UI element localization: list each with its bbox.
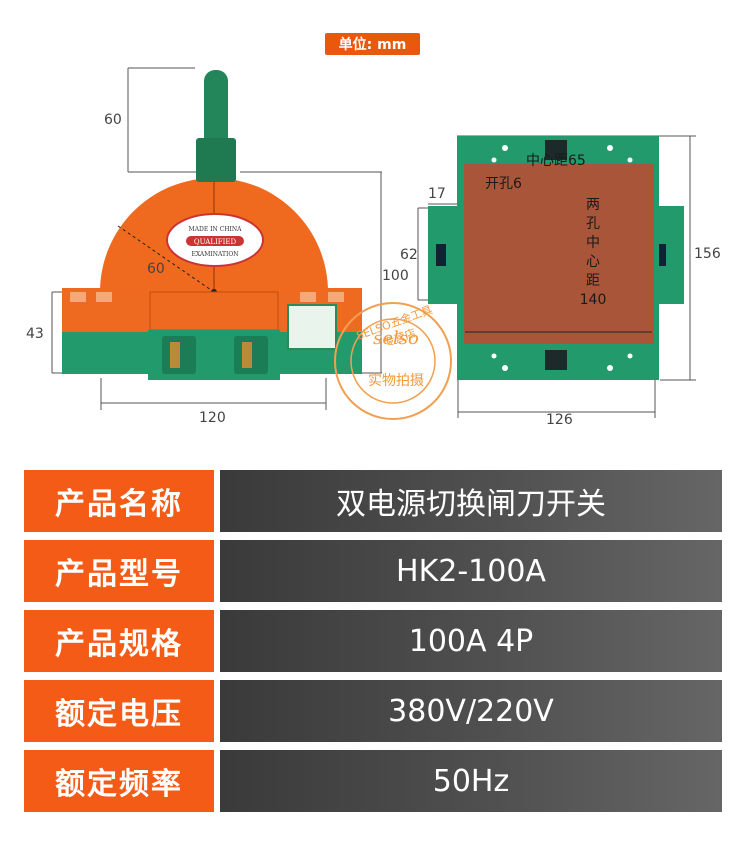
spec-label: 产品名称 (24, 470, 214, 532)
stamp-inner-ring (350, 318, 436, 404)
spec-label: 产品规格 (24, 610, 214, 672)
spec-value: HK2-100A (220, 540, 722, 602)
dim-width-120: 120 (199, 410, 226, 426)
product-drawing: MADE IN CHINA QUALIFIED EXAMINATION (51, 67, 696, 420)
vertical-char: 心 (586, 254, 600, 270)
rating-plate (287, 304, 337, 350)
two-hole-center-distance: 两 孔 中 心 距 140 (578, 196, 608, 310)
spec-row-spec: 产品规格 100A 4P (24, 610, 722, 672)
dim-17: 17 (428, 186, 446, 202)
spec-label: 额定频率 (24, 750, 214, 812)
spec-row-model: 产品型号 HK2-100A (24, 540, 722, 602)
spec-value: 380V/220V (220, 680, 722, 742)
mounting-plate-inner (464, 164, 654, 344)
dim-height-100: 100 (382, 268, 409, 284)
spec-row-voltage: 额定电压 380V/220V (24, 680, 722, 742)
spec-value: 50Hz (220, 750, 722, 812)
spec-row-frequency: 额定频率 50Hz (24, 750, 722, 812)
stamp-brand: selso (373, 328, 419, 349)
dim-126: 126 (546, 412, 573, 428)
stamp-center-text: 实物拍摄 (368, 373, 424, 389)
vertical-char: 中 (586, 235, 600, 251)
spec-label: 额定电压 (24, 680, 214, 742)
dim-handle-60: 60 (104, 112, 122, 128)
spec-label: 产品型号 (24, 540, 214, 602)
label-line-1: MADE IN CHINA (189, 226, 243, 233)
dim-62: 62 (400, 247, 418, 263)
vertical-char: 140 (579, 292, 607, 308)
vertical-char: 两 (586, 197, 600, 213)
spec-value: 双电源切换闸刀开关 (220, 470, 722, 532)
vertical-char: 孔 (586, 216, 600, 232)
label-line-3: EXAMINATION (191, 251, 238, 258)
label-line-2: QUALIFIED (194, 238, 237, 246)
vertical-char: 距 (586, 273, 600, 289)
dim-base-43: 43 (26, 326, 44, 342)
dim-radius-60: 60 (147, 261, 165, 277)
unit-badge: 单位: mm (325, 33, 420, 55)
center-distance-65: 中心距65 (526, 153, 586, 169)
dim-156: 156 (694, 246, 721, 262)
hole-size-6: 开孔6 (485, 176, 522, 192)
spec-value: 100A 4P (220, 610, 722, 672)
stamp-outer-ring (334, 302, 452, 420)
spec-row-name: 产品名称 双电源切换闸刀开关 (24, 470, 722, 532)
